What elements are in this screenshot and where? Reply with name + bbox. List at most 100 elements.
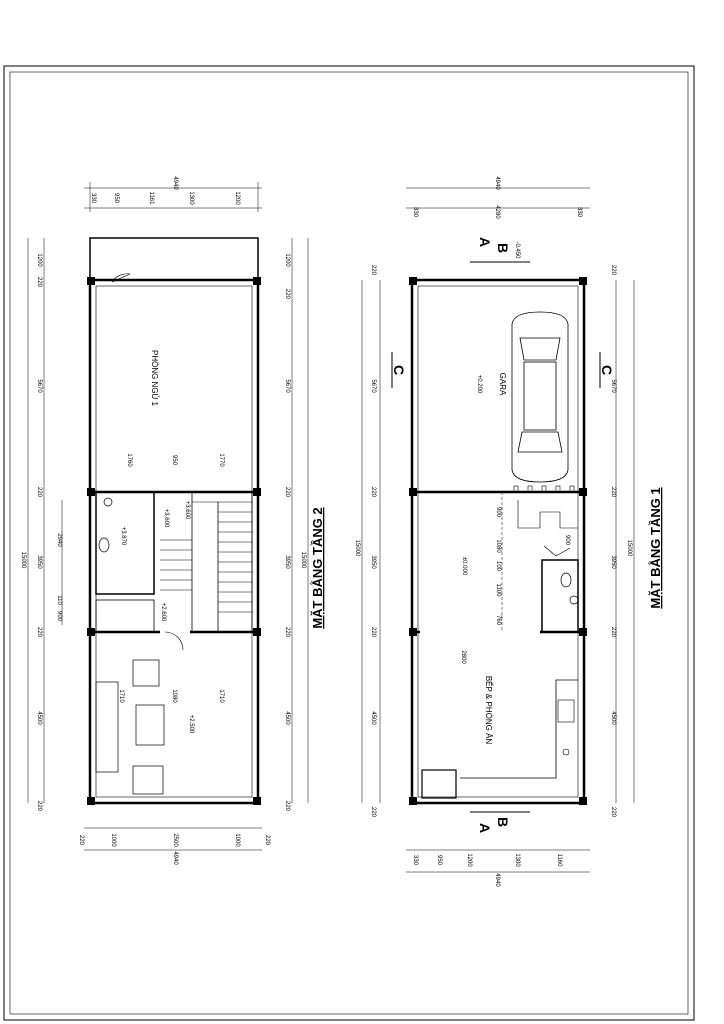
svg-text:2500: 2500 [172, 833, 178, 847]
svg-text:4500: 4500 [284, 711, 290, 725]
floor1-bottom-total: 4940 [494, 873, 500, 887]
floor1-bottom-segments: 330 950 1200 1300 1160 [412, 853, 562, 867]
floor1-top-total: 4940 [494, 176, 500, 190]
svg-text:5670: 5670 [610, 379, 616, 393]
svg-text:220: 220 [284, 487, 290, 498]
svg-text:3950: 3950 [370, 555, 376, 569]
svg-text:C: C [599, 365, 615, 375]
floor1-top-dimensions [406, 187, 590, 209]
floor2-right-total: 15000 [300, 552, 306, 569]
svg-text:220: 220 [610, 807, 616, 818]
svg-text:±0.000: ±0.000 [461, 557, 467, 576]
svg-text:5670: 5670 [36, 379, 42, 393]
svg-text:1161: 1161 [148, 192, 154, 206]
svg-text:220: 220 [370, 807, 376, 818]
floor1-left-segments: 220 5670 220 3950 220 4500 220 [370, 265, 376, 818]
svg-text:1000: 1000 [110, 833, 116, 847]
svg-text:220: 220 [284, 289, 290, 300]
floor2-left-segments: 1200 220 5670 220 3950 220 4500 220 [36, 253, 42, 811]
svg-text:760: 760 [495, 615, 501, 626]
svg-text:220: 220 [610, 627, 616, 638]
svg-text:1710: 1710 [118, 689, 124, 703]
svg-text:C: C [391, 365, 407, 375]
floor2-left-inner-dims: 2940 110 900 [56, 533, 62, 621]
svg-text:4500: 4500 [36, 711, 42, 725]
svg-text:220: 220 [36, 487, 42, 498]
floor2-title: MẶT BẰNG TẦNG 2 [310, 507, 325, 628]
floor1-right-segments: 220 5670 220 3950 220 4500 220 [610, 265, 616, 818]
svg-text:220: 220 [370, 265, 376, 276]
section-marker-bottom: A B [470, 811, 530, 833]
section-marker-top: A B [470, 237, 530, 263]
floor2-bottom-dimensions [84, 827, 262, 851]
svg-text:330: 330 [576, 207, 582, 218]
floor1-title: MẶT BẰNG TẦNG 1 [648, 487, 663, 608]
svg-text:220: 220 [36, 277, 42, 288]
svg-text:2940: 2940 [56, 533, 62, 547]
section-marker-c-left: C [391, 352, 407, 388]
svg-text:A: A [477, 823, 493, 833]
svg-text:1100: 1100 [495, 584, 501, 598]
svg-text:220: 220 [36, 627, 42, 638]
svg-text:1080: 1080 [495, 539, 501, 553]
svg-text:4500: 4500 [610, 711, 616, 725]
car-icon [511, 311, 569, 483]
svg-text:+3.870: +3.870 [120, 527, 126, 546]
svg-text:+3.600: +3.600 [163, 509, 169, 528]
svg-text:+2.600: +2.600 [160, 603, 166, 622]
svg-text:220: 220 [264, 835, 270, 846]
svg-text:220: 220 [284, 801, 290, 812]
floor1-garage-label: GARA [498, 373, 507, 396]
floor1-kitchen-dim: 2800 [460, 650, 466, 664]
floor2-bottom-total: 4940 [172, 851, 178, 865]
svg-text:1160: 1160 [556, 854, 562, 868]
floor2-top-total: 4940 [172, 176, 178, 190]
svg-text:100: 100 [495, 561, 501, 572]
svg-text:1080: 1080 [171, 689, 177, 703]
floor1-left-total: 15000 [354, 540, 360, 557]
sheet-border-outer [3, 65, 695, 1021]
floor1-stair-dims: 900 1080 100 1100 760 [495, 507, 501, 626]
svg-text:1760: 1760 [126, 453, 132, 467]
svg-text:4500: 4500 [370, 711, 376, 725]
floor2-levels: +3.600 +3.870 +3.600 +2.600 +2.500 [120, 501, 194, 734]
svg-text:1300: 1300 [514, 853, 520, 867]
svg-text:1200: 1200 [284, 253, 290, 267]
svg-text:220: 220 [370, 627, 376, 638]
floor1-bottom-dimensions [406, 849, 590, 873]
floor2-living-dims: 1710 1080 1710 [118, 689, 224, 703]
section-marker-c-right: C [599, 352, 615, 388]
floor2-right-dimensions [291, 238, 309, 803]
svg-text:220: 220 [284, 627, 290, 638]
svg-text:+0.200: +0.200 [476, 375, 482, 394]
floor2-top-dimensions [84, 182, 262, 212]
svg-text:+3.600: +3.600 [184, 501, 190, 520]
svg-text:3950: 3950 [284, 555, 290, 569]
floor1-kitchen-label: BẾP & PHÒNG ĂN [484, 676, 494, 745]
floor2-plan [87, 237, 261, 805]
svg-text:220: 220 [36, 801, 42, 812]
floor1-left-dimensions [361, 280, 381, 803]
svg-text:B: B [495, 817, 511, 827]
svg-text:1200: 1200 [466, 853, 472, 867]
floor2-left-total: 15000 [20, 552, 26, 569]
svg-text:1770: 1770 [218, 453, 224, 467]
floor2-top-segments: 330 950 1161 1300 1200 [90, 191, 240, 205]
svg-text:-0.450: -0.450 [514, 241, 520, 259]
svg-text:900: 900 [495, 507, 501, 518]
floor2-bedroom-label: PHÒNG NGỦ 1 [150, 350, 159, 407]
svg-text:5670: 5670 [284, 379, 290, 393]
svg-text:3950: 3950 [36, 555, 42, 569]
svg-text:330: 330 [412, 207, 418, 218]
floor1-top-segments: 330 4280 330 [412, 205, 582, 219]
svg-text:220: 220 [610, 265, 616, 276]
floor1-right-total: 15000 [626, 540, 632, 557]
floor1-door-dim: 900 [564, 535, 570, 546]
svg-text:950: 950 [171, 455, 177, 466]
svg-text:3950: 3950 [610, 555, 616, 569]
floor2-right-segments: 1200 220 5670 220 3950 220 4500 220 [284, 253, 290, 811]
svg-text:950: 950 [113, 193, 119, 204]
svg-text:5670: 5670 [370, 379, 376, 393]
sheet-border-inner [9, 71, 689, 1015]
